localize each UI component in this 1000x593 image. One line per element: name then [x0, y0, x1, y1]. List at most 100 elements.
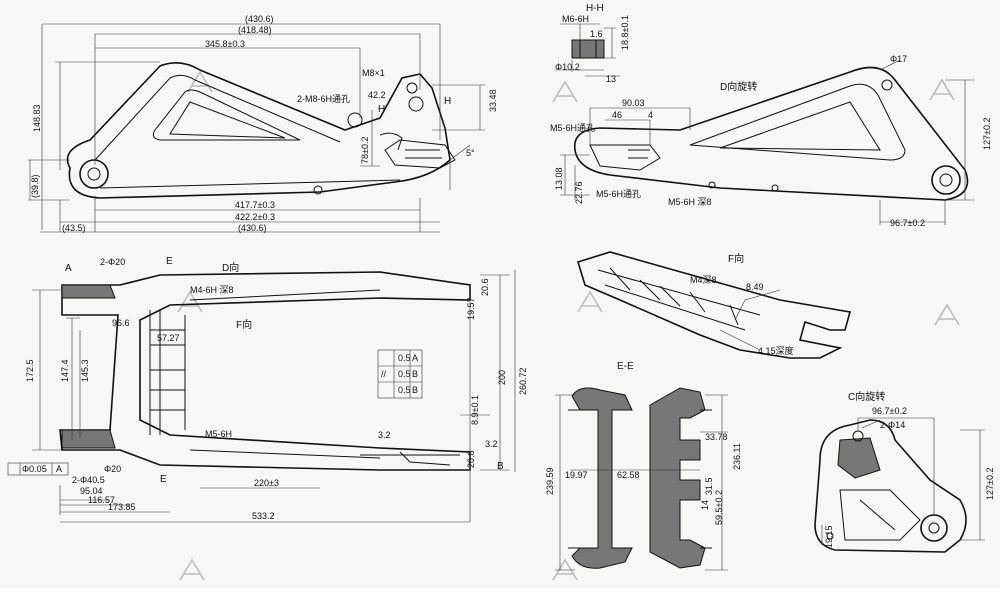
- dim-78: 78±0.2: [360, 137, 370, 164]
- view-d-title: D向旋转: [720, 80, 757, 93]
- section-hh-title: H-H: [586, 3, 604, 14]
- datum-a: A: [65, 263, 72, 274]
- dim-145-3: 145.3: [80, 359, 90, 382]
- gdt-frame-position: Φ0.05 A: [7, 462, 69, 476]
- note-2-m8: 2-M8-6H通孔: [297, 94, 350, 104]
- dim-14: 14: [700, 500, 710, 510]
- dim-31-5: 31.5: [704, 477, 714, 495]
- dim-96-7-top: 96.7±0.2: [890, 218, 925, 228]
- section-ee-title: E-E: [617, 361, 634, 372]
- dim-8-9: 8.9±0.1: [470, 395, 480, 425]
- dim-236-11: 236.11: [732, 443, 742, 470]
- note-m5-through-top: M5-6H通孔: [550, 123, 595, 133]
- dim-148-83: 148.83: [32, 104, 42, 132]
- dim-13: 13: [606, 74, 616, 84]
- tol-row1-datum: A: [412, 353, 418, 363]
- note-m4-depth8-f: M4深8: [690, 275, 717, 285]
- dim-96-6: 96.6: [112, 318, 130, 328]
- dim-m8x1: M8×1: [362, 68, 385, 78]
- dim-533-2: 533.2: [252, 511, 275, 521]
- dim-42-2: 42.2: [368, 90, 386, 100]
- note-m5-through-bottom: M5-6H通孔: [596, 189, 641, 199]
- view-f-arrow: F向: [236, 318, 252, 331]
- dim-dia-20-bottom: Φ20: [104, 464, 121, 474]
- tol-row3-datum: B: [412, 385, 418, 395]
- dim-57-27: 57.27: [157, 333, 180, 343]
- dim-46: 46: [612, 110, 622, 120]
- dim-5-deg: 5°: [466, 148, 475, 158]
- dim-260-72: 260.72: [518, 367, 528, 395]
- section-mark-e-bottom: E: [160, 474, 167, 485]
- datum-b: B: [497, 461, 504, 472]
- watermark-logos: [177, 70, 960, 581]
- tol-row2-datum: B: [412, 369, 418, 379]
- dim-3-2-b: 3.2: [485, 439, 498, 449]
- dim-173-85: 173.85: [108, 502, 136, 512]
- dim-20-8: 20.8: [466, 450, 476, 468]
- note-m5-6h: M5-6H: [205, 429, 232, 439]
- section-mark-e-top: E: [166, 256, 173, 267]
- dim-33-48: 33.48: [488, 89, 498, 112]
- tol-row1-value: 0.5: [398, 353, 411, 363]
- dim-39-8: (39.8): [30, 174, 40, 198]
- view-d-arrow: D向: [222, 261, 239, 274]
- view-section-ee: E-E 239.59 19.97 62.58 33.78 236.11 31.5…: [545, 361, 742, 571]
- dim-239-59: 239.59: [545, 467, 555, 495]
- dim-19-97: 19.97: [565, 470, 588, 480]
- view-top-left: (430.6) (418.48) 345.8±0.3 148.83 (39.8)…: [28, 14, 498, 233]
- dim-430-6-top: (430.6): [245, 14, 274, 24]
- dim-62-58: 62.58: [617, 470, 640, 480]
- dim-147-4: 147.4: [60, 359, 70, 382]
- view-c-title: C向旋转: [848, 390, 885, 403]
- dim-43-5: (43.5): [62, 223, 86, 233]
- tolerance-table: 0.5 A // 0.5 B 0.5 B: [377, 349, 423, 399]
- tol-row2-value: 0.5: [398, 369, 411, 379]
- dim-96-7-c: 96.7±0.2: [872, 406, 907, 416]
- dim-13-08: 13.08: [554, 167, 564, 190]
- view-detail-c: C向旋转 96.7±0.2 2-Φ14 127±0.2 19.15: [814, 390, 995, 553]
- view-section-hh: H-H M6-6H 18.8±0.1 Φ10.2 13 1.6: [555, 3, 630, 84]
- tol-row2-symbol: //: [381, 369, 387, 379]
- note-4-15-depth: 4.15深度: [758, 345, 794, 356]
- dim-2-dia-14: 2-Φ14: [880, 420, 905, 430]
- tol-row3-value: 0.5: [398, 385, 411, 395]
- dim-18-8: 18.8±0.1: [620, 15, 630, 50]
- dim-430-6-bottom: (430.6): [238, 223, 267, 233]
- gdt-tol-0-05: Φ0.05: [22, 464, 47, 474]
- dim-345-8: 345.8±0.3: [205, 39, 245, 49]
- dim-127-c: 127±0.2: [985, 468, 995, 500]
- dim-8-49: 8.49: [746, 282, 764, 292]
- view-f-title: F向: [728, 252, 744, 265]
- dim-127-right: 127±0.2: [982, 118, 992, 150]
- dim-4: 4: [648, 110, 653, 120]
- section-mark-h-right: H: [444, 96, 451, 107]
- dim-172-5: 172.5: [25, 359, 35, 382]
- dim-220: 220±3: [254, 478, 279, 488]
- dim-2-dia-40-5: 2-Φ40.5: [72, 475, 105, 485]
- dim-20-6: 20.6: [480, 278, 490, 296]
- section-mark-h-left: H: [378, 104, 385, 115]
- note-m4-depth8: M4-6H 深8: [190, 285, 234, 295]
- dim-19-15: 19.15: [824, 525, 834, 548]
- view-detail-f: F向 M4深8 8.49 4.15深度: [577, 251, 852, 359]
- dim-200: 200: [497, 370, 507, 385]
- dim-22-76: 22.76: [574, 181, 584, 204]
- dim-422-2: 422.2±0.3: [235, 212, 275, 222]
- dim-3-2-a: 3.2: [378, 430, 391, 440]
- dim-m6-6h: M6-6H: [562, 14, 589, 24]
- dim-90-03: 90.03: [622, 98, 645, 108]
- dim-59-5: 59.5±0.2: [714, 490, 724, 525]
- dim-417-7: 417.7±0.3: [235, 200, 275, 210]
- dim-2-dia-20: 2-Φ20: [100, 257, 125, 267]
- dim-1-6: 1.6: [590, 29, 603, 39]
- dim-116-57: 116.57: [88, 495, 115, 505]
- note-m5-depth8: M5-6H 深8: [668, 197, 712, 207]
- gdt-datum-a: A: [56, 464, 62, 474]
- dim-dia-17: Φ17: [890, 54, 907, 64]
- dim-33-78: 33.78: [705, 432, 728, 442]
- view-top-right: D向旋转 Φ17 127±0.2 90.03 46 4 M5-6H通孔 13.0…: [550, 54, 992, 228]
- dim-dia-10-2: Φ10.2: [555, 62, 580, 72]
- dim-19-57: 19.57: [466, 297, 476, 320]
